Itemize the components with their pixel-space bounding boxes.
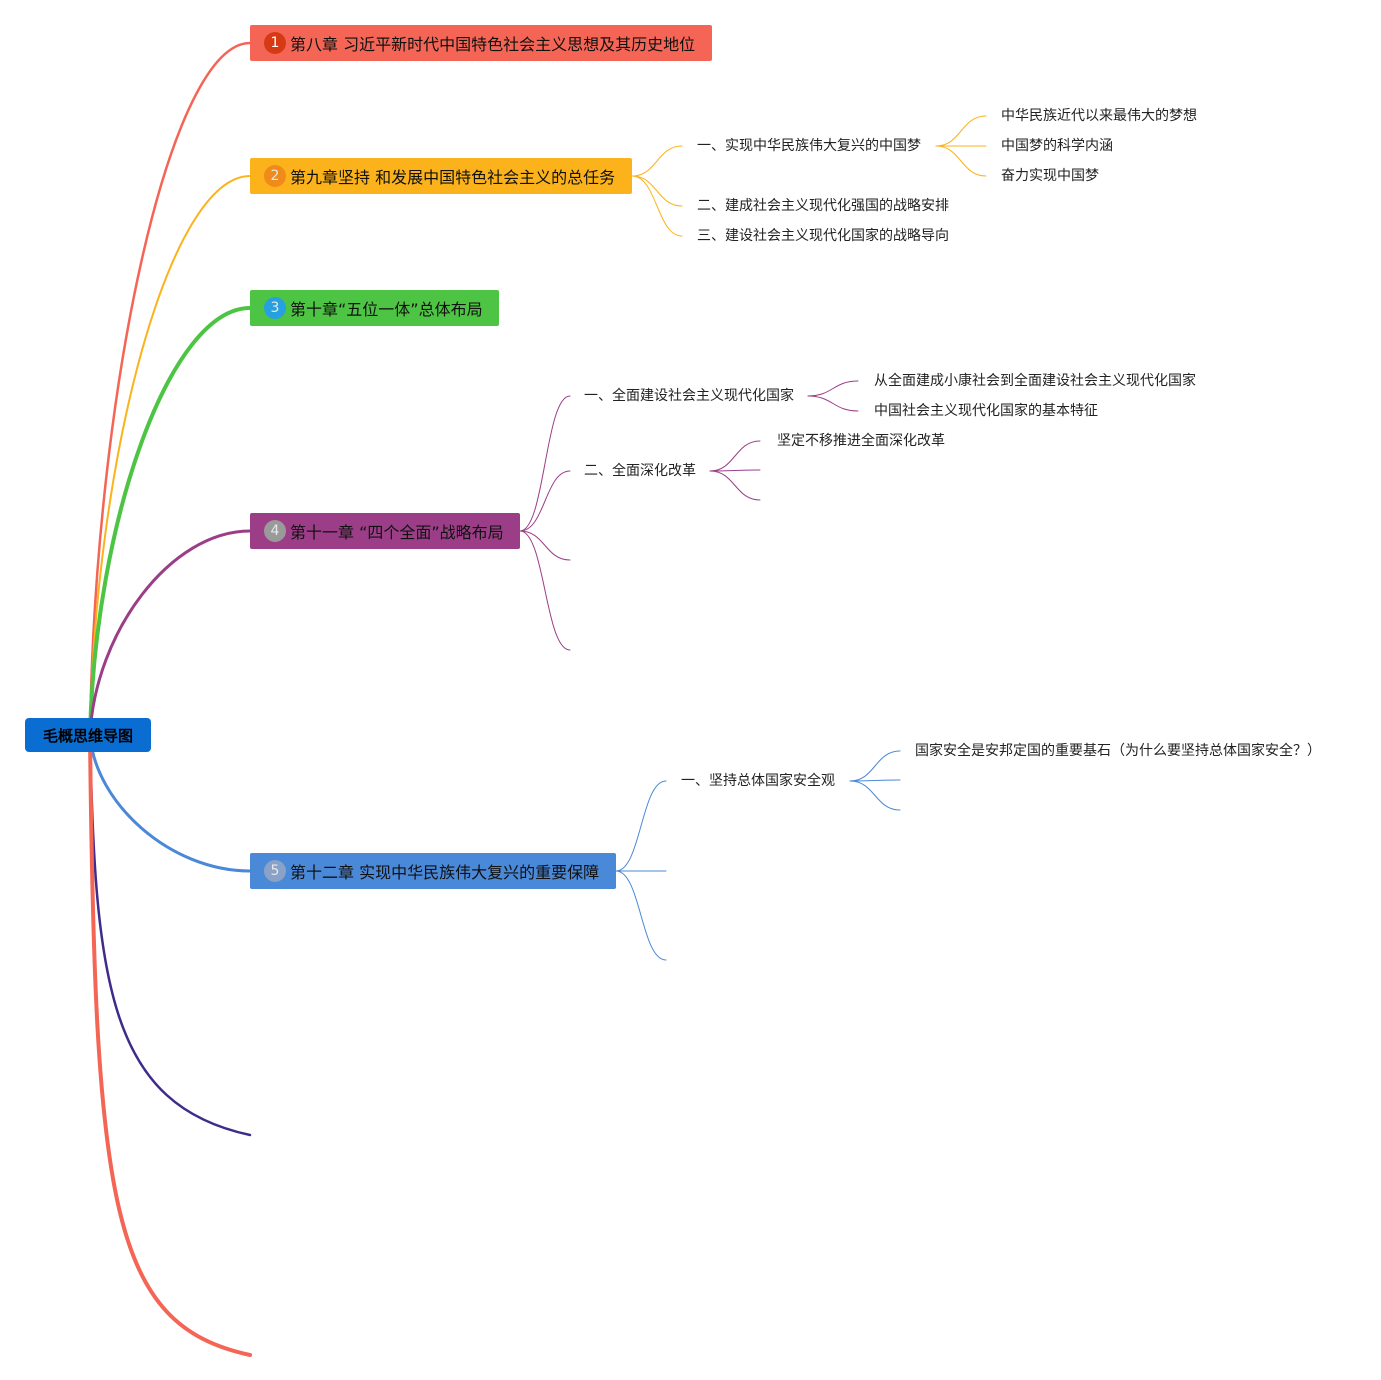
security-link [849,780,901,811]
chapter-12-node[interactable]: 5 第十二章 实现中华民族伟大复兴的重要保障 [250,853,616,889]
root-node[interactable]: 毛概思维导图 [25,718,151,752]
ch11-section-reform[interactable]: 二、全面深化改革 [584,463,696,479]
ch9-link [631,175,683,237]
ch9-section-orientation[interactable]: 三、建设社会主义现代化国家的战略导向 [697,228,949,244]
root-link-empty-2 [88,733,252,1357]
chapter-number-badge: 5 [264,860,286,882]
chapter-label: 第十二章 实现中华民族伟大复兴的重要保障 [290,863,600,882]
root-link-empty-1 [88,733,252,1137]
dream-topic[interactable]: 中国梦的科学内涵 [1001,138,1113,154]
ch12-link [615,780,667,872]
reform-topic[interactable]: 坚定不移推进全面深化改革 [777,433,945,449]
ch9-link [631,145,683,177]
ch9-section-dream[interactable]: 一、实现中华民族伟大复兴的中国梦 [697,138,921,154]
chapter-number-badge: 3 [264,297,286,319]
root-link-ch11 [88,529,252,737]
ch9-link [631,175,683,207]
root-link-ch10 [88,306,252,737]
ch11-link [519,530,571,651]
chapter-number-badge: 4 [264,520,286,542]
ch11-link [519,395,571,532]
root-link-ch12 [88,733,252,873]
reform-link [709,469,761,472]
dream-link [935,115,987,147]
modernization-topic[interactable]: 从全面建成小康社会到全面建设社会主义现代化国家 [874,373,1196,389]
chapter-9-node[interactable]: 2 第九章坚持 和发展中国特色社会主义的总任务 [250,158,632,194]
dream-topic[interactable]: 中华民族近代以来最伟大的梦想 [1001,108,1197,124]
chapter-label: 第十章“五位一体”总体布局 [290,300,483,319]
chapter-number-badge: 2 [264,165,286,187]
ch12-section-security[interactable]: 一、坚持总体国家安全观 [681,773,835,789]
reform-link [709,470,761,501]
ch9-section-strategy[interactable]: 二、建成社会主义现代化强国的战略安排 [697,198,949,214]
modern-link [807,380,859,397]
dream-link [935,145,987,177]
root-link-ch8 [88,41,252,737]
root-link-ch9 [89,175,251,736]
ch11-section-modernization[interactable]: 一、全面建设社会主义现代化国家 [584,388,794,404]
modernization-topic[interactable]: 中国社会主义现代化国家的基本特征 [874,403,1098,419]
chapter-label: 第十一章 “四个全面”战略布局 [290,523,504,542]
chapter-label: 第九章坚持 和发展中国特色社会主义的总任务 [290,168,616,187]
modern-link [807,395,859,412]
chapter-8-node[interactable]: 1 第八章 习近平新时代中国特色社会主义思想及其历史地位 [250,25,712,61]
security-topic[interactable]: 国家安全是安邦定国的重要基石（为什么要坚持总体国家安全？） [915,743,1321,759]
dream-topic[interactable]: 奋力实现中国梦 [1001,168,1099,184]
ch11-link [519,470,571,532]
chapter-10-node[interactable]: 3 第十章“五位一体”总体布局 [250,290,499,326]
reform-link [709,440,761,472]
chapter-label: 第八章 习近平新时代中国特色社会主义思想及其历史地位 [290,35,696,54]
ch12-link [615,870,667,961]
chapter-number-badge: 1 [264,32,286,54]
security-link [849,779,901,782]
chapter-11-node[interactable]: 4 第十一章 “四个全面”战略布局 [250,513,520,549]
security-link [849,750,901,782]
ch11-link [519,530,571,561]
